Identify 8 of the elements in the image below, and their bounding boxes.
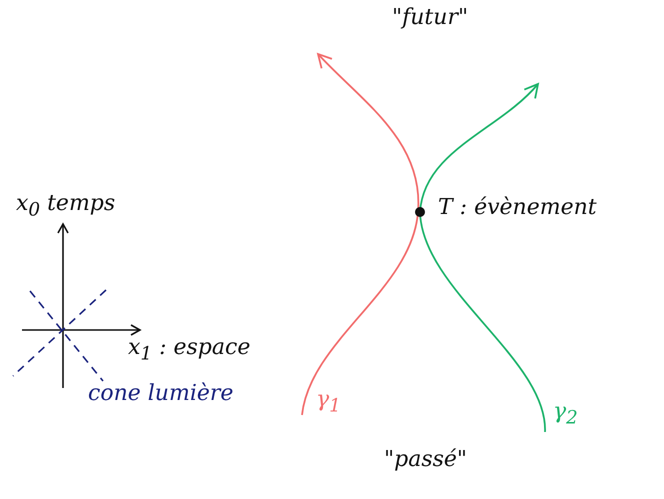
- quoted-label: "passé": [384, 448, 468, 472]
- worldline-label: γ$_{2}$: [553, 400, 578, 429]
- axis-label: x$_{0}$ temps: [16, 192, 116, 221]
- light-cone-label: cone lumière: [88, 382, 234, 406]
- quoted-label: "futur": [392, 6, 468, 30]
- worldline-label: γ$_{1}$: [316, 388, 341, 417]
- axis-label: x$_{1}$ : espace: [128, 336, 250, 365]
- event-label: T : évènement: [438, 196, 597, 220]
